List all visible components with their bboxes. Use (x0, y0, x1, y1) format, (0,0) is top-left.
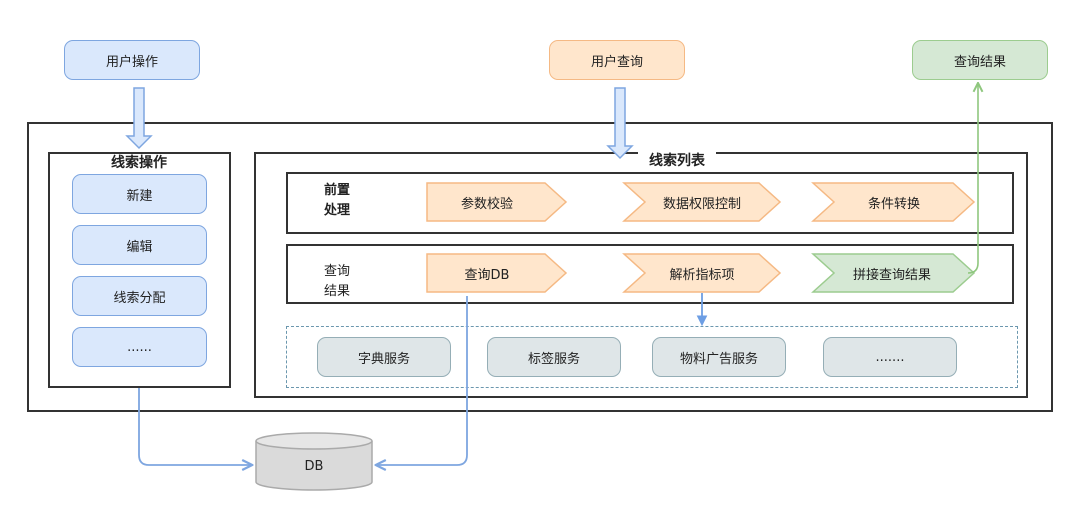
user-operation-label: 用户操作 (105, 54, 158, 70)
service-dictionary: 字典服务 (317, 337, 451, 377)
system-frame (27, 122, 1053, 412)
lead-ops-title: 线索操作 (100, 154, 178, 172)
user-query-node: 用户查询 (549, 40, 685, 80)
query-result-label: 查询结果 (953, 54, 1006, 70)
assemble-result-label: 拼接查询结果 (852, 267, 931, 283)
service-material-ads-label: 物料广告服务 (679, 351, 758, 367)
query-result-row (286, 244, 1014, 304)
param-check-label: 参数校验 (460, 196, 513, 212)
data-permission-label: 数据权限控制 (662, 196, 741, 212)
pre-process-row (286, 172, 1014, 234)
query-result-row-label: 查询 结果 (323, 264, 350, 299)
pre-process-label: 前置 处理 (323, 183, 350, 218)
lead-ops-panel (48, 152, 231, 388)
service-tag-label: 标签服务 (527, 351, 580, 367)
lead-op-more: ...... (72, 327, 207, 367)
query-db-label: 查询DB (464, 267, 510, 283)
condition-convert-label: 条件转换 (867, 196, 920, 212)
query-result-node: 查询结果 (912, 40, 1048, 80)
lead-op-create: 新建 (72, 174, 207, 214)
service-dictionary-label: 字典服务 (357, 351, 410, 367)
user-query-label: 用户查询 (590, 54, 643, 70)
service-tag: 标签服务 (487, 337, 621, 377)
lead-op-edit-label: 编辑 (126, 239, 153, 255)
service-more-label: ....... (875, 349, 905, 365)
lead-op-edit: 编辑 (72, 225, 207, 265)
user-operation-node: 用户操作 (64, 40, 200, 80)
lead-op-assign-label: 线索分配 (113, 290, 166, 306)
services-group (286, 326, 1018, 388)
db-label: DB (304, 458, 324, 474)
service-material-ads: 物料广告服务 (652, 337, 786, 377)
lead-op-create-label: 新建 (126, 188, 153, 204)
parse-metrics-label: 解析指标项 (669, 267, 735, 283)
lead-op-assign: 线索分配 (72, 276, 207, 316)
lead-list-title: 线索列表 (638, 152, 716, 170)
service-more: ....... (823, 337, 957, 377)
lead-op-more-label: ...... (127, 339, 152, 355)
